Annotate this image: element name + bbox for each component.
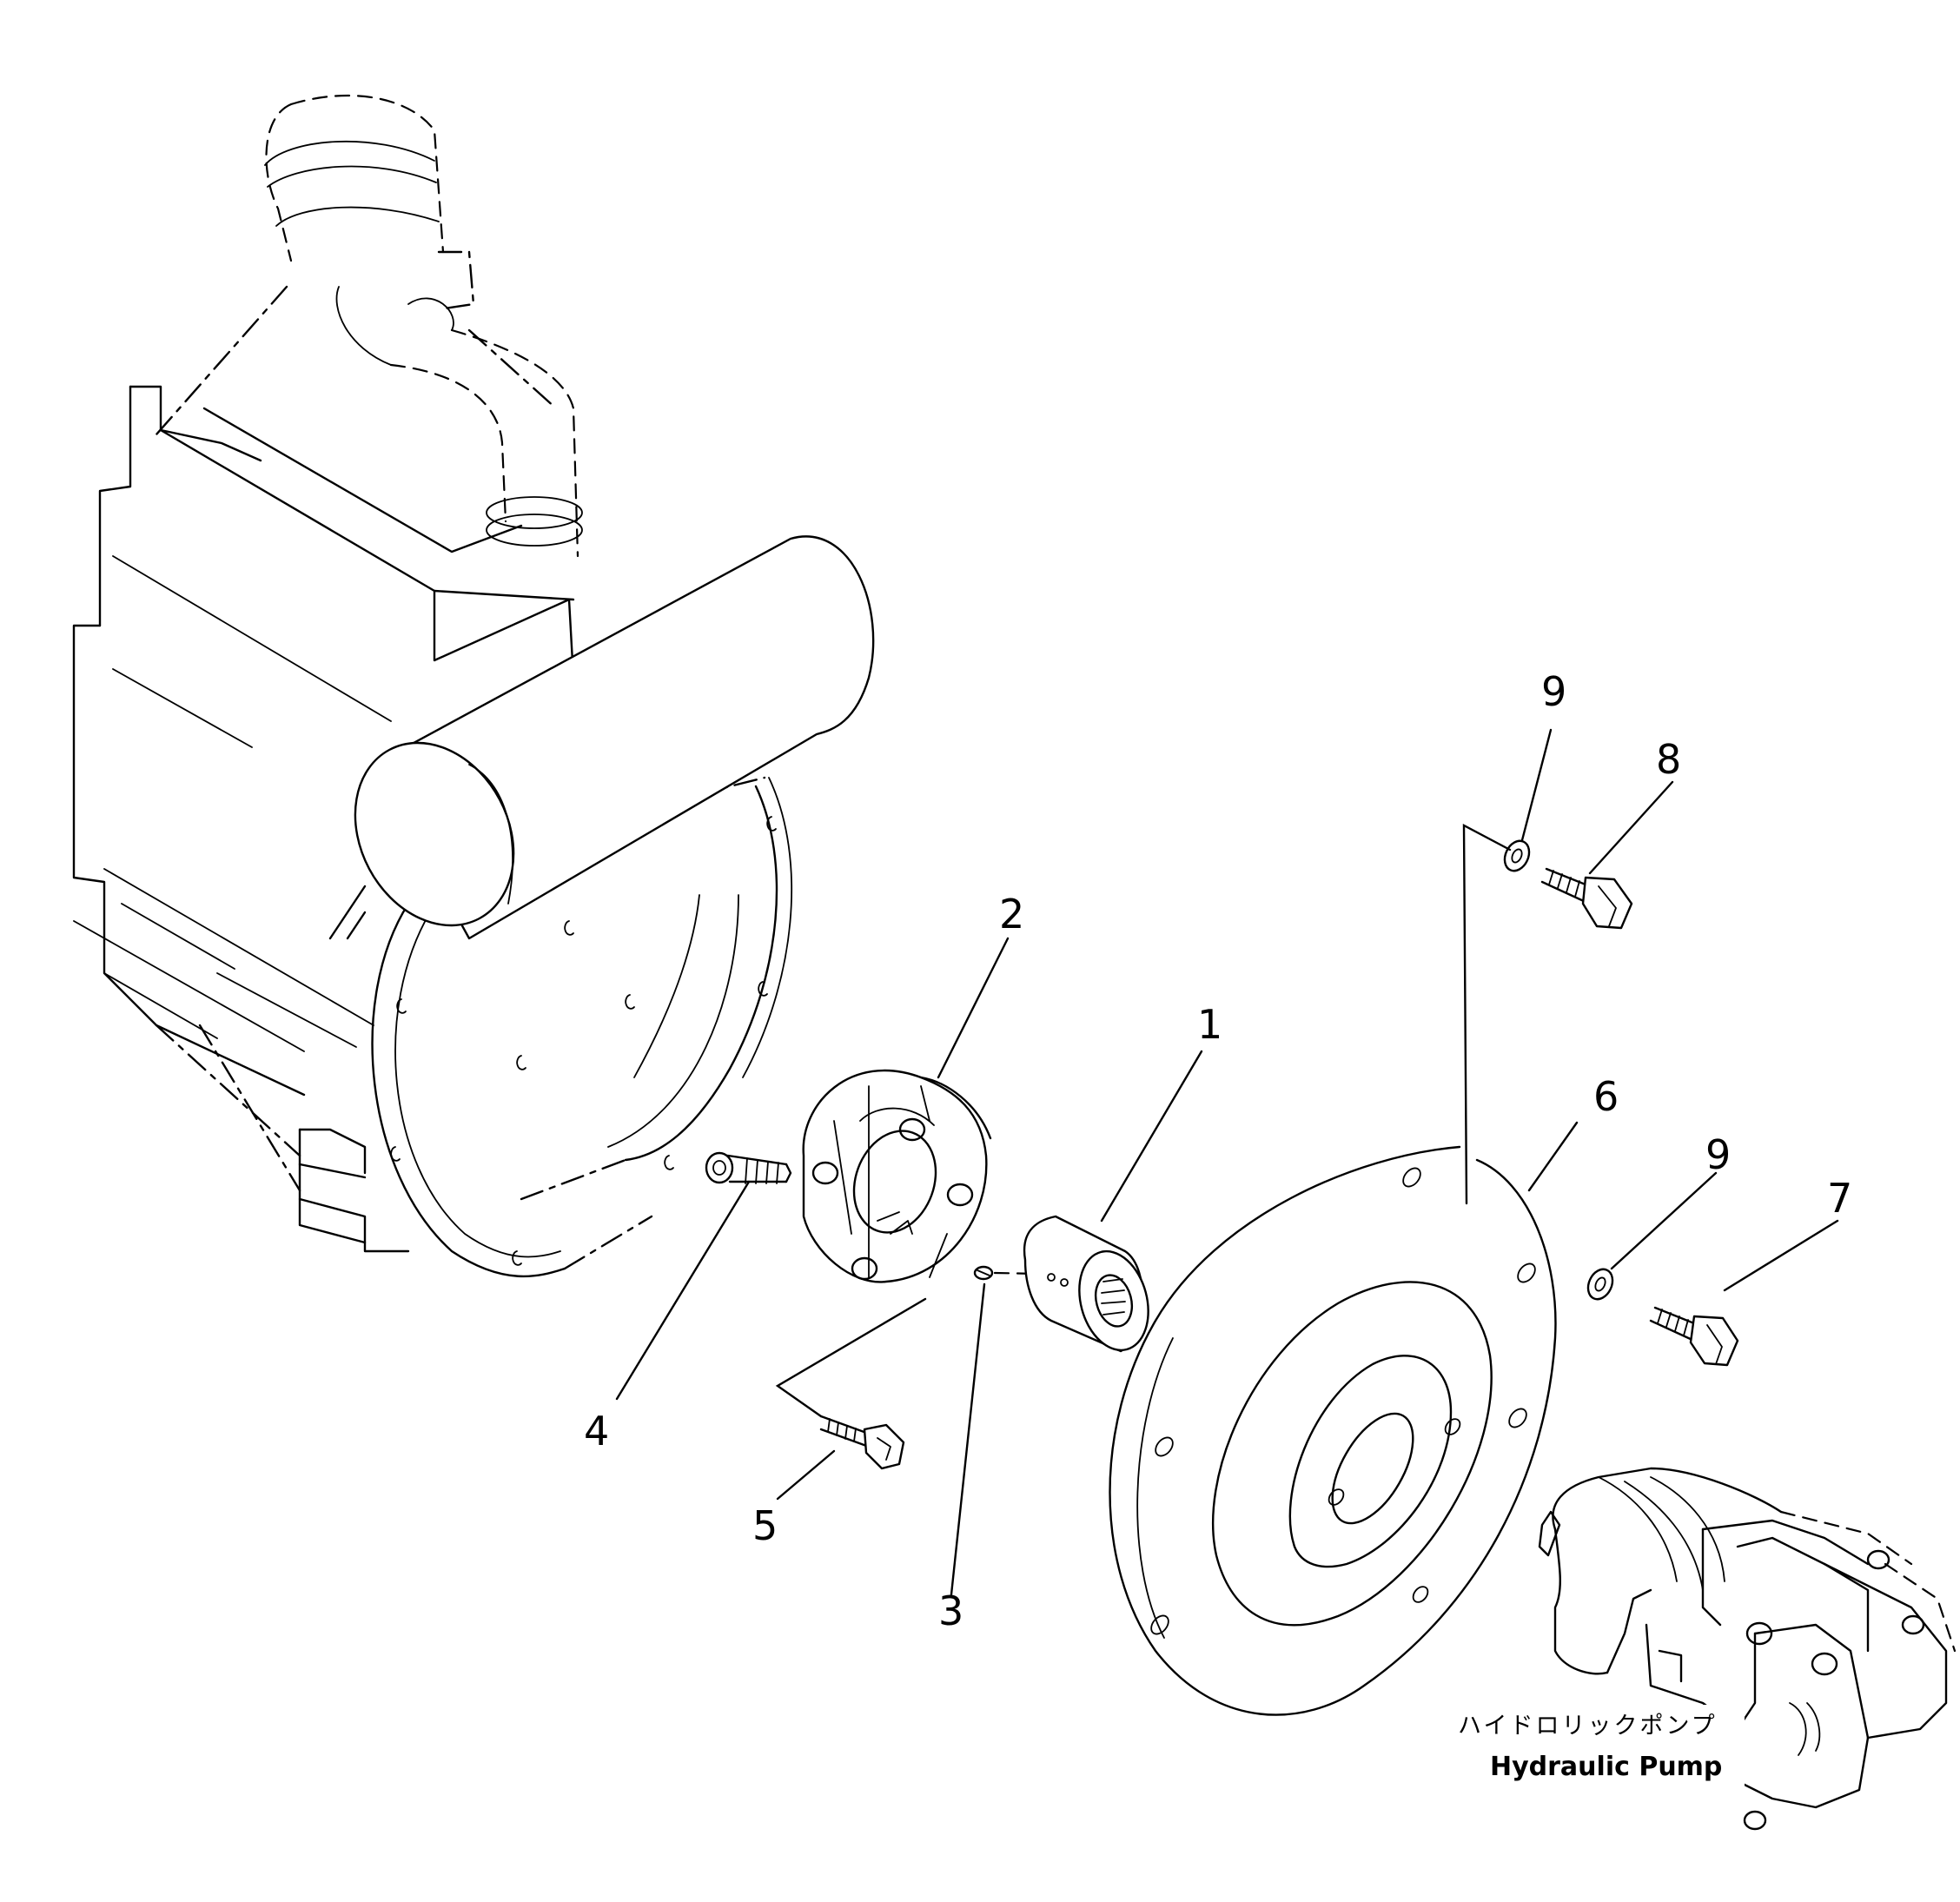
- part-4-socket-bolt: [705, 1151, 792, 1184]
- leader-1: [1100, 1050, 1203, 1223]
- leader-2: [937, 937, 1010, 1079]
- leader-8: [1588, 780, 1674, 875]
- callout-7: 7: [1827, 1175, 1852, 1222]
- callout-4: 4: [584, 1408, 609, 1455]
- part-5-bolt: [819, 1415, 905, 1470]
- callout-6: 6: [1593, 1073, 1619, 1120]
- hydraulic-pump: [1538, 1467, 1957, 1831]
- flywheel-housing: [371, 776, 793, 1278]
- pump-label-japanese: ハイドロリックポンプ: [1458, 1713, 1718, 1740]
- callout-3: 3: [938, 1587, 963, 1634]
- callout-9-top: 9: [1541, 668, 1566, 715]
- part-1-hub: [1023, 1215, 1149, 1353]
- leader-4: [615, 1180, 751, 1401]
- leader-6: [1527, 1121, 1579, 1192]
- callout-2: 2: [999, 891, 1024, 938]
- part-9-washer-top: [1503, 839, 1531, 872]
- leader-5b: [775, 1297, 927, 1418]
- part-7-bolt: [1649, 1306, 1739, 1367]
- leader-lines: [615, 728, 1839, 1596]
- callout-numbers: 1 2 3 4 5 6 7 8 9 9: [584, 668, 1852, 1634]
- pump-label: ハイドロリックポンプ Hydraulic Pump: [1453, 1705, 1745, 1792]
- pump-label-english: Hydraulic Pump: [1490, 1752, 1722, 1782]
- leader-3: [950, 1282, 986, 1596]
- part-9-washer-mid: [1586, 1268, 1614, 1301]
- leader-6b: [1462, 824, 1512, 1205]
- muffler-cylinder: [328, 535, 875, 940]
- leader-5: [776, 1449, 836, 1501]
- leader-7: [1723, 1219, 1839, 1292]
- callout-9-mid: 9: [1705, 1131, 1731, 1178]
- engine-block: [72, 94, 583, 1253]
- callout-1: 1: [1197, 1001, 1222, 1048]
- part-2-coupling: [802, 1069, 992, 1283]
- part-8-bolt: [1540, 867, 1633, 930]
- callout-5: 5: [752, 1502, 778, 1549]
- leader-9a: [1520, 728, 1553, 842]
- callout-8: 8: [1656, 736, 1681, 783]
- part-6-adapter-plate: [1109, 1145, 1557, 1716]
- leader-9b: [1610, 1171, 1718, 1270]
